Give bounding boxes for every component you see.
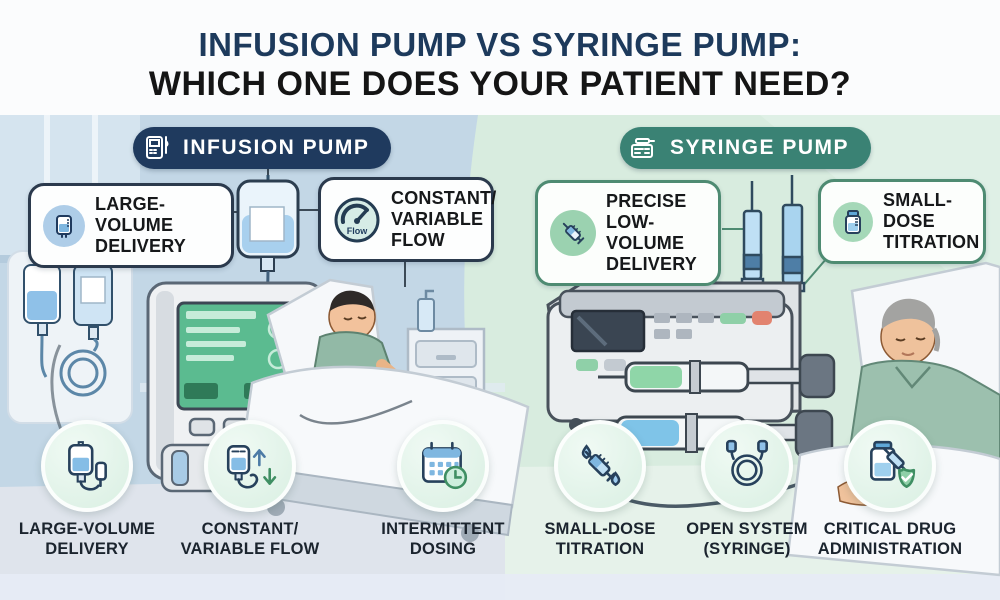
feature-label: CRITICAL DRUG ADMINISTRATION bbox=[817, 520, 963, 558]
feature-open-system: OPEN SYSTEM (SYRINGE) bbox=[667, 420, 827, 559]
infusion-pump-badge-label: INFUSION PUMP bbox=[183, 136, 370, 159]
callout-precise-low-volume-label: PRECISE LOW-VOLUME DELIVERY bbox=[606, 191, 697, 274]
loaded-syringe-green bbox=[598, 353, 836, 399]
vial-icon bbox=[833, 201, 873, 242]
callout-large-volume-delivery: LARGE-VOLUME DELIVERY bbox=[28, 183, 234, 268]
iv-bag-tubing-icon bbox=[41, 420, 133, 512]
syringe-icon bbox=[550, 210, 596, 256]
feature-small-dose-titration: SMALL-DOSE TITRATION bbox=[520, 420, 680, 559]
feature-label: CONSTANT/ VARIABLE FLOW bbox=[180, 520, 320, 558]
feature-constant-variable-flow: CONSTANT/ VARIABLE FLOW bbox=[170, 420, 330, 559]
header: INFUSION PUMP VS SYRINGE PUMP: WHICH ONE… bbox=[0, 0, 1000, 115]
page-title-line2: WHICH ONE DOES YOUR PATIENT NEED? bbox=[148, 65, 852, 103]
syringe-pump-badge: SYRINGE PUMP bbox=[620, 127, 872, 169]
callout-constant-variable-flow: Flow CONSTANT/ VARIABLE FLOW bbox=[318, 177, 497, 262]
syringe-droplets-icon bbox=[554, 420, 646, 512]
feature-large-volume-delivery: LARGE-VOLUME DELIVERY bbox=[7, 420, 167, 559]
callout-constant-variable-flow-label: CONSTANT/ VARIABLE FLOW bbox=[391, 188, 497, 250]
feature-label: SMALL-DOSE TITRATION bbox=[544, 520, 656, 558]
iv-bag-arrows-icon bbox=[204, 420, 296, 512]
feature-critical-drug: CRITICAL DRUG ADMINISTRATION bbox=[810, 420, 970, 559]
syringe-pump-badge-label: SYRINGE PUMP bbox=[670, 136, 850, 159]
callout-small-dose-titration: SMALL-DOSE TITRATION bbox=[818, 179, 986, 264]
calendar-clock-icon bbox=[397, 420, 489, 512]
coiled-tubing-icon bbox=[701, 420, 793, 512]
iv-bags-panel bbox=[7, 250, 133, 424]
flow-gauge-icon: Flow bbox=[333, 196, 381, 244]
page-title-line1: INFUSION PUMP VS SYRINGE PUMP: bbox=[198, 26, 802, 63]
iv-bag-icon bbox=[43, 204, 85, 247]
infusion-pump-icon bbox=[141, 132, 173, 164]
callout-large-volume-delivery-label: LARGE-VOLUME DELIVERY bbox=[95, 194, 186, 256]
feature-label: LARGE-VOLUME DELIVERY bbox=[18, 520, 156, 558]
syringe-pump-device bbox=[546, 281, 836, 508]
feature-label: OPEN SYSTEM (SYRINGE) bbox=[686, 520, 808, 558]
feature-intermittent-dosing: INTERMITTENT DOSING bbox=[363, 420, 523, 559]
callout-small-dose-titration-label: SMALL-DOSE TITRATION bbox=[883, 190, 980, 252]
infusion-pump-badge: INFUSION PUMP bbox=[133, 127, 392, 169]
feature-label: INTERMITTENT DOSING bbox=[381, 520, 505, 558]
callout-precise-low-volume: PRECISE LOW-VOLUME DELIVERY bbox=[535, 180, 721, 286]
vial-syringe-shield-icon bbox=[844, 420, 936, 512]
gauge-flow-text: Flow bbox=[347, 226, 368, 236]
syringe-pump-icon bbox=[628, 132, 660, 164]
